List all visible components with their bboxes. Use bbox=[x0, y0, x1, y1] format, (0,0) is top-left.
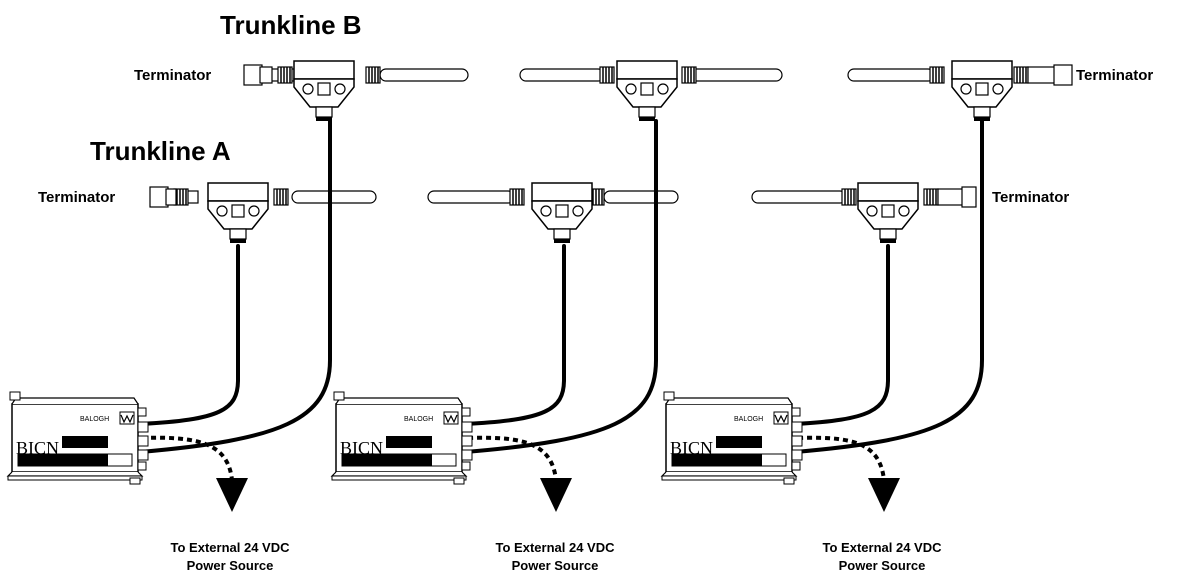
terminator-label-b-right: Terminator bbox=[1076, 67, 1153, 84]
terminator-label-a-left: Terminator bbox=[38, 189, 115, 206]
device-model: BICN bbox=[16, 438, 59, 458]
device-model: BICN bbox=[670, 438, 713, 458]
power-label-2-line1: To External 24 VDC bbox=[496, 540, 616, 555]
device-model: BICN bbox=[340, 438, 383, 458]
device-brand: BALOGH bbox=[80, 416, 109, 423]
power-label-1-line1: To External 24 VDC bbox=[171, 540, 291, 555]
terminator-label-b-left: Terminator bbox=[134, 67, 211, 84]
power-label-2-line2: Power Source bbox=[512, 558, 599, 573]
trunkline-b bbox=[243, 60, 1073, 122]
trunkline-a bbox=[149, 182, 977, 244]
drop-cables bbox=[138, 119, 984, 454]
power-label-3-line1: To External 24 VDC bbox=[823, 540, 943, 555]
terminator-label-a-right: Terminator bbox=[992, 189, 1069, 206]
trunkline-b-title: Trunkline B bbox=[220, 10, 362, 40]
bicn-device-1: BALOGH BICN bbox=[7, 391, 149, 485]
power-label-1-line2: Power Source bbox=[187, 558, 274, 573]
power-label-3-line2: Power Source bbox=[839, 558, 926, 573]
bicn-device-3: BALOGH BICN bbox=[661, 391, 803, 485]
device-brand: BALOGH bbox=[734, 416, 763, 423]
trunkline-a-title: Trunkline A bbox=[90, 136, 231, 166]
device-brand: BALOGH bbox=[404, 416, 433, 423]
bicn-device-2: BALOGH BICN bbox=[331, 391, 473, 485]
power-arrows bbox=[141, 435, 900, 512]
